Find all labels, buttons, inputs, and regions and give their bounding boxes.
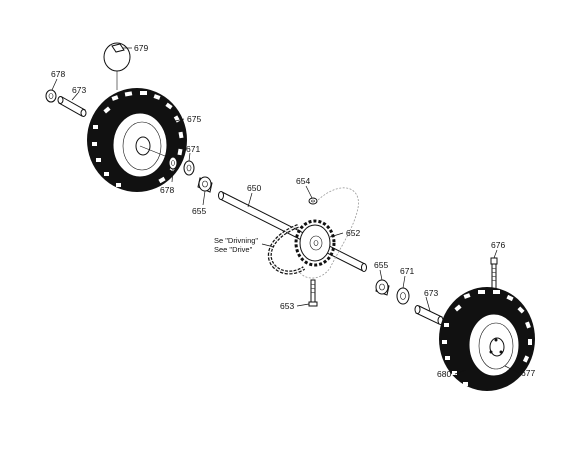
axle-pin-673-left [57,96,87,117]
label-675: 675 [187,114,201,124]
bushing-655-right [375,279,390,296]
label-673-right: 673 [424,288,438,298]
label-655-right: 655 [374,260,388,270]
axle-650 [218,191,367,272]
note-drive-swedish: Se "Drivning" [214,236,258,245]
sprocket-652 [294,219,336,267]
label-678-outer: 678 [51,69,65,79]
label-677: 677 [521,368,535,378]
leader-lines [51,47,520,375]
washer-671-right [396,287,410,305]
bushing-655-left [197,176,213,193]
right-wheel-tread [442,290,532,386]
label-653: 653 [280,301,294,311]
axle-pin-673-right [414,305,444,325]
label-652: 652 [346,228,360,238]
callout-labels: 679 678 673 675 671 678 655 650 654 652 … [51,43,535,379]
label-673-left: 673 [72,85,86,95]
bolt-653 [308,279,318,307]
washer-671-left [183,160,195,176]
drive-chain [267,224,306,275]
washer-678-left [45,89,57,103]
label-680: 680 [437,369,451,379]
label-671-left: 671 [186,144,200,154]
label-679: 679 [134,43,148,53]
note-drive-english: See "Drive" [214,245,253,254]
left-wheel-675 [87,88,187,192]
label-676: 676 [491,240,505,250]
housing-outline [297,187,359,279]
label-650: 650 [247,183,261,193]
label-671-right: 671 [400,266,414,276]
bolt-676 [490,257,498,293]
label-678-inner: 678 [160,185,174,195]
pin-679 [103,42,131,90]
bolt-654 [308,197,318,205]
right-wheel-680 [439,287,535,391]
label-655-left: 655 [192,206,206,216]
label-654: 654 [296,176,310,186]
washer-678-inner [168,156,178,170]
